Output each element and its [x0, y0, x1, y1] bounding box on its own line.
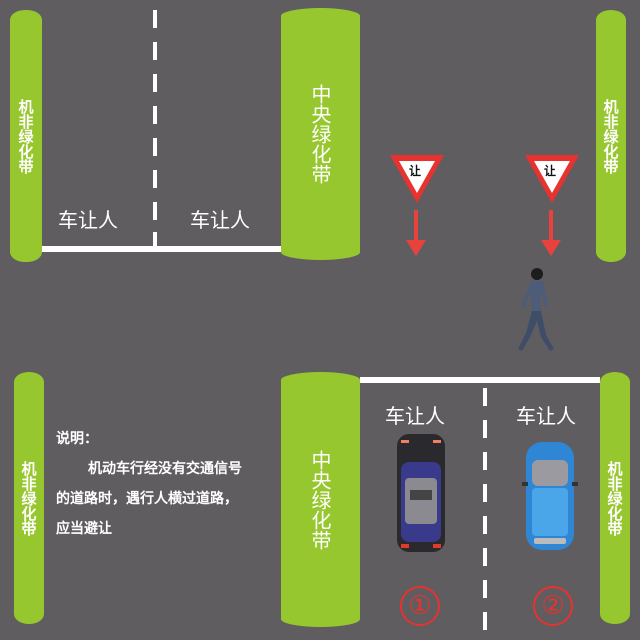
lane-divider-bottom	[483, 388, 487, 638]
note-line-1: 机动车行经没有交通信号	[88, 461, 242, 477]
left-greenbelt-bottom: 机非绿化带	[14, 372, 44, 624]
explanation-note: 说明： 机动车行经没有交通信号 的道路时，遇行人横过道路， 应当避让	[56, 424, 286, 544]
stop-line-top	[42, 246, 282, 252]
right-greenbelt-top-label: 机非绿化带	[601, 98, 620, 174]
lane-label-bottom-1: 车让人	[385, 404, 445, 428]
central-median-bottom: 中央绿化带	[281, 372, 360, 627]
car-2-icon	[522, 442, 578, 550]
lane-divider-top	[153, 10, 157, 246]
lane-label-top-2: 车让人	[190, 208, 250, 232]
right-greenbelt-bottom: 机非绿化带	[600, 372, 630, 624]
left-greenbelt-bottom-label: 机非绿化带	[19, 460, 38, 536]
note-line-3: 应当避让	[56, 521, 112, 537]
yield-sign-icon	[525, 155, 579, 203]
right-greenbelt-top: 机非绿化带	[596, 10, 626, 262]
yield-sign-1-glyph: 让	[409, 164, 422, 178]
car-1-icon	[397, 434, 445, 552]
note-title: 说明：	[56, 431, 98, 447]
lane-number-2: ②	[533, 586, 573, 626]
left-greenbelt-top-label: 机非绿化带	[16, 98, 35, 174]
central-median-bottom-label: 中央绿化带	[308, 449, 332, 550]
lane-label-bottom-2: 车让人	[516, 404, 576, 428]
yield-sign-2: 让	[523, 153, 581, 205]
yield-sign-icon	[390, 155, 444, 203]
lane-label-top-1: 车让人	[58, 208, 118, 232]
yield-sign-2-glyph: 让	[544, 164, 557, 178]
yield-sign-1: 让	[388, 153, 446, 205]
stop-line-bottom	[360, 377, 600, 383]
central-median-top-label: 中央绿化带	[308, 84, 332, 184]
left-greenbelt-top: 机非绿化带	[10, 10, 42, 262]
pedestrian-icon	[518, 268, 554, 351]
note-line-2: 的道路时，遇行人横过道路，	[56, 491, 238, 507]
central-median-top: 中央绿化带	[281, 8, 360, 260]
lane-number-1: ①	[400, 586, 440, 626]
right-greenbelt-bottom-label: 机非绿化带	[605, 460, 624, 536]
arrow-down-icon	[541, 210, 561, 256]
arrow-down-icon	[406, 210, 426, 256]
